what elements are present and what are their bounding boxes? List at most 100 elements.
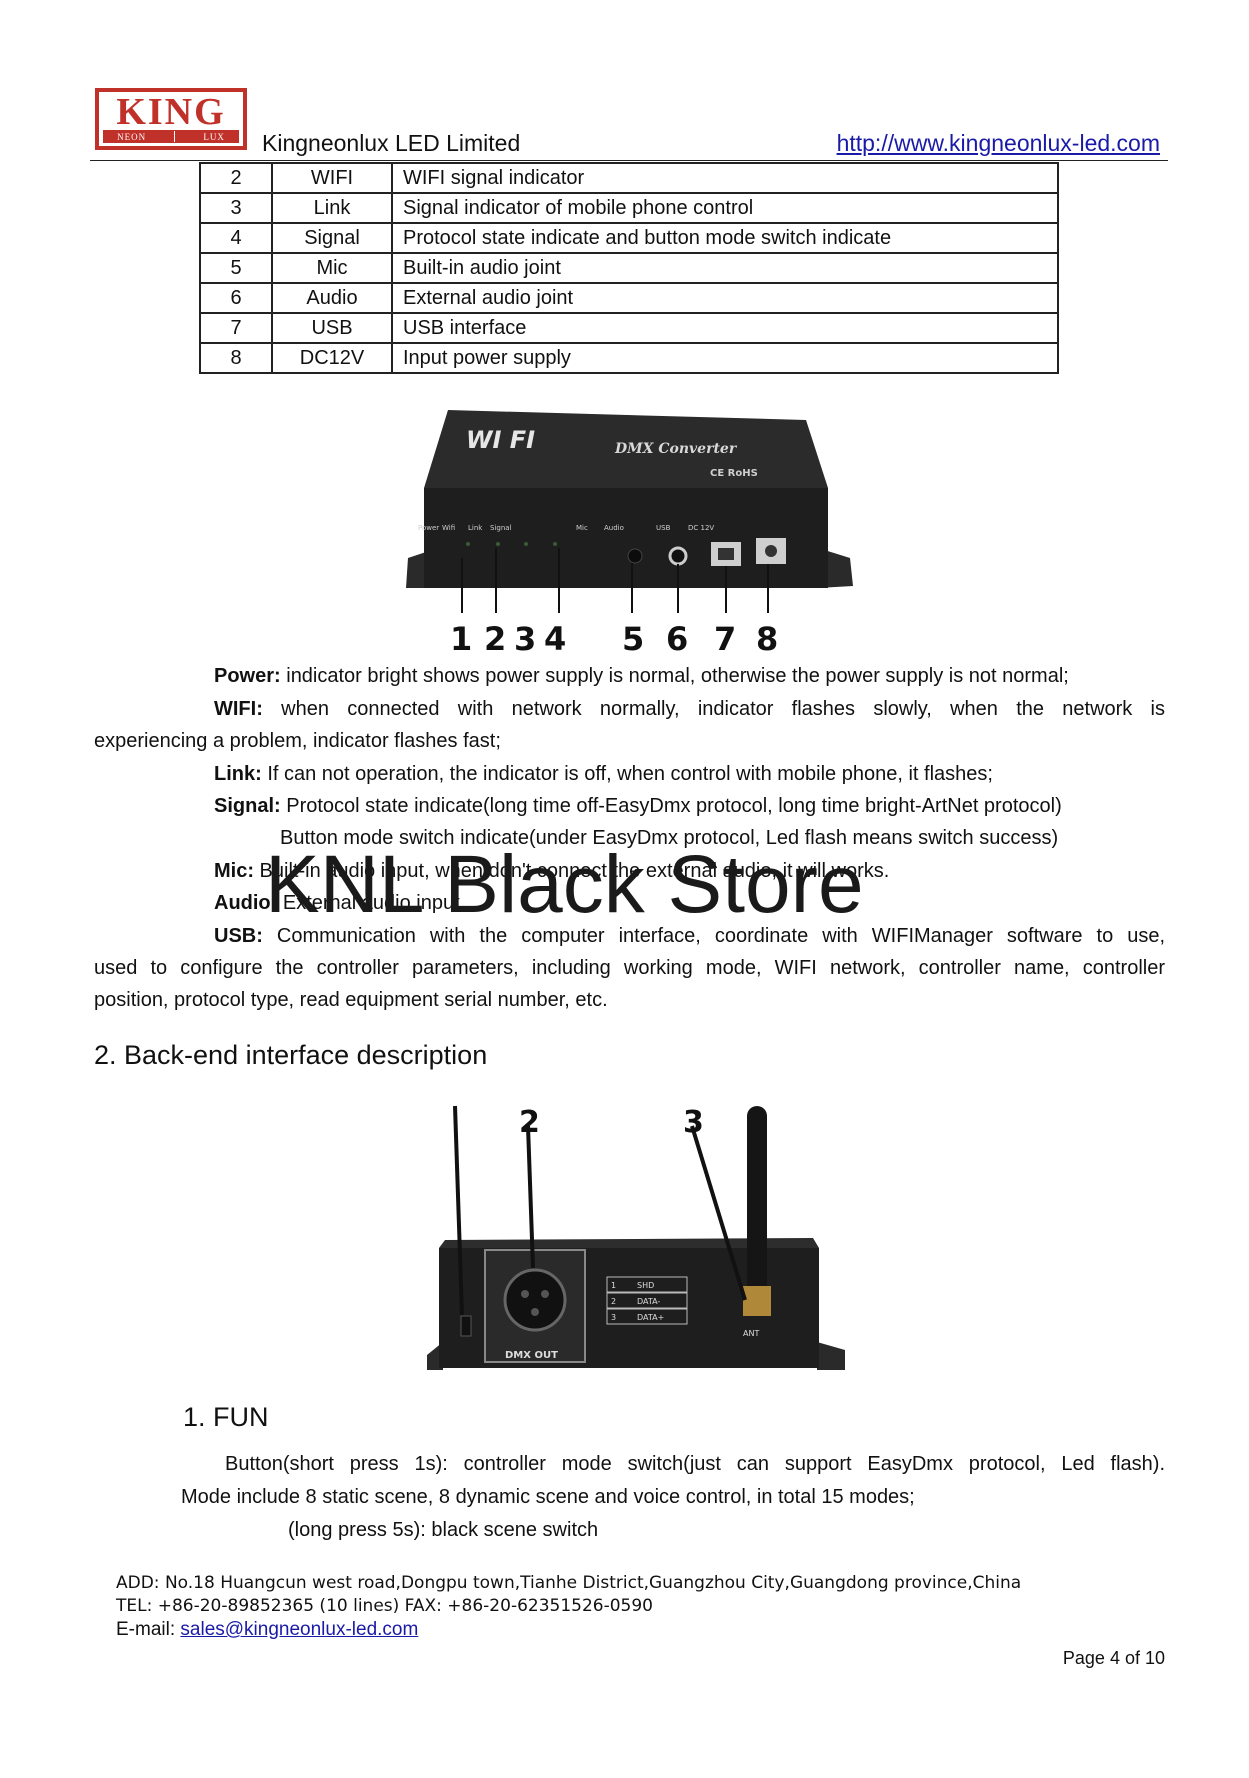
header-divider bbox=[90, 160, 1168, 161]
footer-address: ADD: No.18 Huangcun west road,Dongpu tow… bbox=[116, 1573, 1022, 1593]
dmx-out-label: DMX OUT bbox=[505, 1350, 558, 1361]
pin-legend-box bbox=[606, 1276, 688, 1293]
pin-label: DATA+ bbox=[637, 1313, 664, 1322]
port-label: Wifi bbox=[442, 524, 455, 532]
cell-desc: Protocol state indicate and button mode … bbox=[391, 222, 1059, 254]
cell-desc: Signal indicator of mobile phone control bbox=[391, 192, 1059, 224]
callout-number: 6 bbox=[666, 620, 688, 658]
ant-label: ANT bbox=[743, 1329, 759, 1338]
footer-tel: TEL: +86-20-89852365 (10 lines) FAX: +86… bbox=[116, 1596, 654, 1616]
link-text: If can not operation, the indicator is o… bbox=[261, 763, 993, 785]
fun-line-1: Button(short press 1s): controller mode … bbox=[225, 1453, 1165, 1475]
cell-name: DC12V bbox=[271, 342, 393, 374]
audio-jack bbox=[668, 546, 688, 566]
desc-power: Power: indicator bright shows power supp… bbox=[214, 664, 1069, 688]
logo-text: KING bbox=[116, 91, 226, 133]
usb-text: Communication with the computer interfac… bbox=[262, 925, 1165, 947]
desc-signal-cont: Button mode switch indicate(under EasyDm… bbox=[280, 827, 1059, 849]
website-link[interactable]: http://www.kingneonlux-led.com bbox=[836, 130, 1160, 156]
email-link[interactable]: sales@kingneonlux-led.com bbox=[180, 1619, 419, 1640]
desc-usb-cont1: used to configure the controller paramet… bbox=[94, 957, 1165, 979]
desc-usb-cont2: position, protocol type, read equipment … bbox=[94, 989, 608, 1011]
signal-text: Protocol state indicate(long time off-Ea… bbox=[280, 795, 1062, 817]
pin-label: SHD bbox=[637, 1281, 654, 1290]
company-logo: KING NEON LUX bbox=[95, 88, 247, 150]
port-label: USB bbox=[656, 524, 671, 532]
callout-number: 3 bbox=[683, 1105, 704, 1140]
port-label: Link bbox=[468, 524, 483, 532]
logo-band: NEON LUX bbox=[103, 130, 239, 143]
cell-desc: External audio joint bbox=[391, 282, 1059, 314]
watermark: KNL Black Store bbox=[265, 839, 864, 930]
power-text: indicator bright shows power supply is n… bbox=[280, 665, 1069, 687]
right-flange bbox=[817, 1342, 845, 1370]
callout-number: 3 bbox=[514, 620, 536, 658]
callout-number: 2 bbox=[484, 620, 506, 658]
subsection-heading: 1. FUN bbox=[183, 1402, 269, 1432]
mic-text: Built-in audio input, when don't connect… bbox=[254, 860, 890, 882]
antenna-connector bbox=[743, 1286, 771, 1316]
power-led bbox=[466, 542, 470, 546]
desc-mic: Mic: Built-in audio input, when don't co… bbox=[214, 859, 889, 883]
callout-number: 2 bbox=[519, 1105, 540, 1140]
footer-email-line: E-mail: sales@kingneonlux-led.com bbox=[116, 1619, 418, 1641]
mic-jack bbox=[627, 548, 643, 564]
xlr-pin-3 bbox=[531, 1308, 539, 1316]
port-label: Mic bbox=[576, 524, 588, 532]
cell-desc: Input power supply bbox=[391, 342, 1059, 374]
callout-number: 7 bbox=[714, 620, 736, 658]
desc-audio: Audio: External audio input bbox=[214, 891, 460, 915]
port-label: Audio bbox=[604, 524, 624, 532]
cell-name: USB bbox=[271, 312, 393, 344]
cell-num: 5 bbox=[199, 252, 273, 284]
xlr-pin-2 bbox=[541, 1290, 549, 1298]
device-top bbox=[424, 410, 828, 488]
desc-wifi: WIFI: when connected with network normal… bbox=[214, 697, 1165, 721]
email-label: E-mail: bbox=[116, 1619, 181, 1640]
port-label: DC 12V bbox=[688, 524, 714, 532]
usb-port-inner bbox=[718, 548, 734, 560]
ce-rohs-text: CE RoHS bbox=[710, 468, 758, 479]
mic-label: Mic: bbox=[214, 860, 254, 882]
signal-label: Signal: bbox=[214, 795, 281, 817]
logo-separator bbox=[174, 131, 176, 142]
logo-sub-left: NEON bbox=[117, 131, 147, 142]
cell-num: 3 bbox=[199, 192, 273, 224]
pin-legend-box bbox=[606, 1292, 688, 1309]
desc-usb: USB: Communication with the computer int… bbox=[214, 924, 1165, 948]
cell-desc: WIFI signal indicator bbox=[391, 162, 1059, 194]
desc-signal: Signal: Protocol state indicate(long tim… bbox=[214, 794, 1062, 818]
cell-name: Mic bbox=[271, 252, 393, 284]
back-pointer-lines bbox=[453, 1105, 747, 1316]
pin-number: 1 bbox=[611, 1281, 616, 1290]
callout-number: 5 bbox=[622, 620, 644, 658]
pointer-lines bbox=[461, 548, 769, 613]
desc-link: Link: If can not operation, the indicato… bbox=[214, 762, 993, 786]
cell-name: Link bbox=[271, 192, 393, 224]
audio-label: Audio: bbox=[214, 892, 278, 914]
fun-line-3: (long press 5s): black scene switch bbox=[288, 1519, 599, 1541]
cell-num: 4 bbox=[199, 222, 273, 254]
signal-led bbox=[553, 542, 557, 546]
pin-legend-box bbox=[606, 1308, 688, 1325]
xlr-pin-1 bbox=[521, 1290, 529, 1298]
dmx-converter-text: DMX Converter bbox=[614, 441, 738, 457]
callout-number: 4 bbox=[544, 620, 566, 658]
wifi-label: WIFI: bbox=[214, 698, 263, 720]
wifi-text: when connected with network normally, in… bbox=[262, 698, 1165, 720]
callout-number: 1 bbox=[450, 620, 472, 658]
fun-line-2: Mode include 8 static scene, 8 dynamic s… bbox=[181, 1486, 915, 1508]
company-name: Kingneonlux LED Limited bbox=[262, 130, 521, 156]
page-number: Page 4 of 10 bbox=[1062, 1648, 1165, 1668]
